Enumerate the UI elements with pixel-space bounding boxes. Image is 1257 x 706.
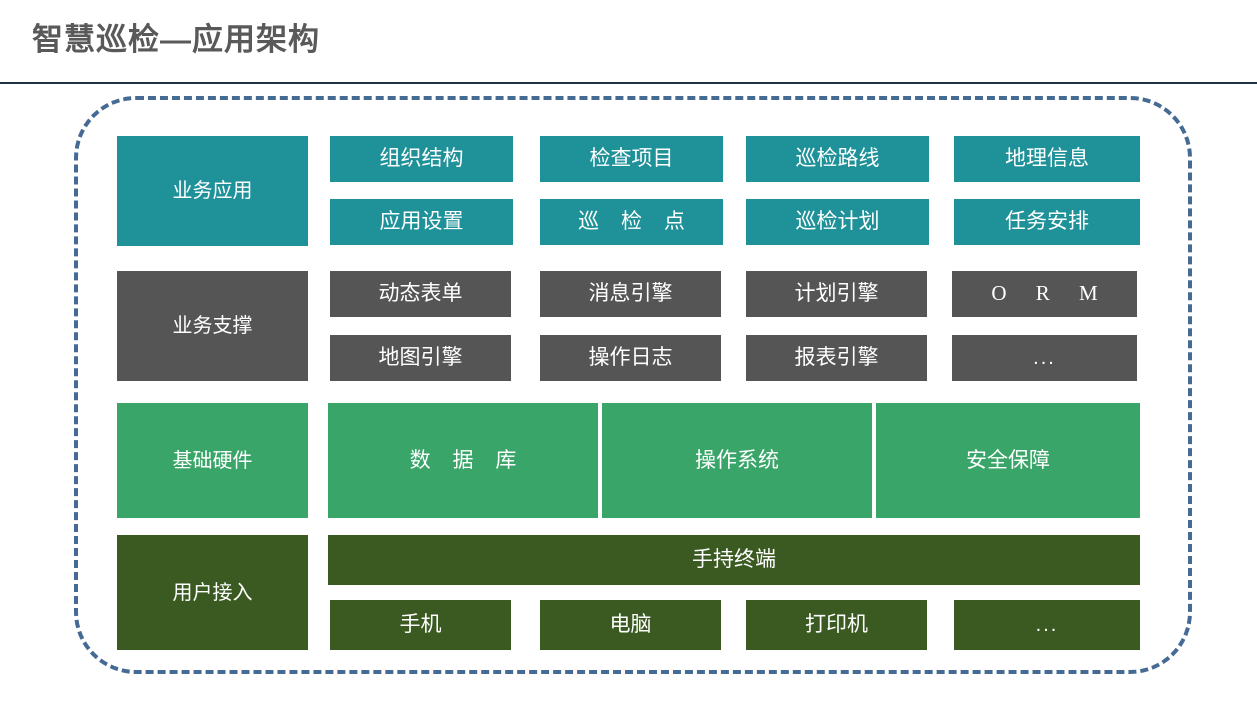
module-dynamic-form[interactable]: 动态表单: [330, 271, 511, 317]
layer-label-business-application[interactable]: 业务应用: [117, 136, 308, 246]
module-support-more[interactable]: ...: [952, 335, 1137, 381]
module-map-engine[interactable]: 地图引擎: [330, 335, 511, 381]
module-task-schedule[interactable]: 任务安排: [954, 199, 1140, 245]
module-plan-engine[interactable]: 计划引擎: [746, 271, 927, 317]
page-title: 智慧巡检—应用架构: [32, 22, 320, 57]
module-mobile-phone[interactable]: 手机: [330, 600, 511, 650]
layer-label-business-support[interactable]: 业务支撑: [117, 271, 308, 381]
module-inspection-point[interactable]: 巡 检 点: [540, 199, 723, 245]
layer-label-infrastructure-hardware[interactable]: 基础硬件: [117, 403, 308, 518]
layer-label-user-access[interactable]: 用户接入: [117, 535, 308, 650]
module-message-engine[interactable]: 消息引擎: [540, 271, 721, 317]
module-security-assurance[interactable]: 安全保障: [876, 403, 1140, 518]
module-inspection-plan[interactable]: 巡检计划: [746, 199, 929, 245]
module-geographic-info[interactable]: 地理信息: [954, 136, 1140, 182]
title-divider: [0, 82, 1257, 84]
module-handheld-terminal[interactable]: 手持终端: [328, 535, 1140, 585]
module-operating-system[interactable]: 操作系统: [602, 403, 872, 518]
module-report-engine[interactable]: 报表引擎: [746, 335, 927, 381]
module-database[interactable]: 数 据 库: [328, 403, 598, 518]
module-inspection-route[interactable]: 巡检路线: [746, 136, 929, 182]
module-operation-log[interactable]: 操作日志: [540, 335, 721, 381]
module-computer[interactable]: 电脑: [540, 600, 721, 650]
module-app-settings[interactable]: 应用设置: [330, 199, 513, 245]
module-orm[interactable]: O R M: [952, 271, 1137, 317]
architecture-frame: [74, 96, 1192, 674]
module-inspection-item[interactable]: 检查项目: [540, 136, 723, 182]
module-org-structure[interactable]: 组织结构: [330, 136, 513, 182]
module-printer[interactable]: 打印机: [746, 600, 927, 650]
module-user-access-more[interactable]: ...: [954, 600, 1140, 650]
